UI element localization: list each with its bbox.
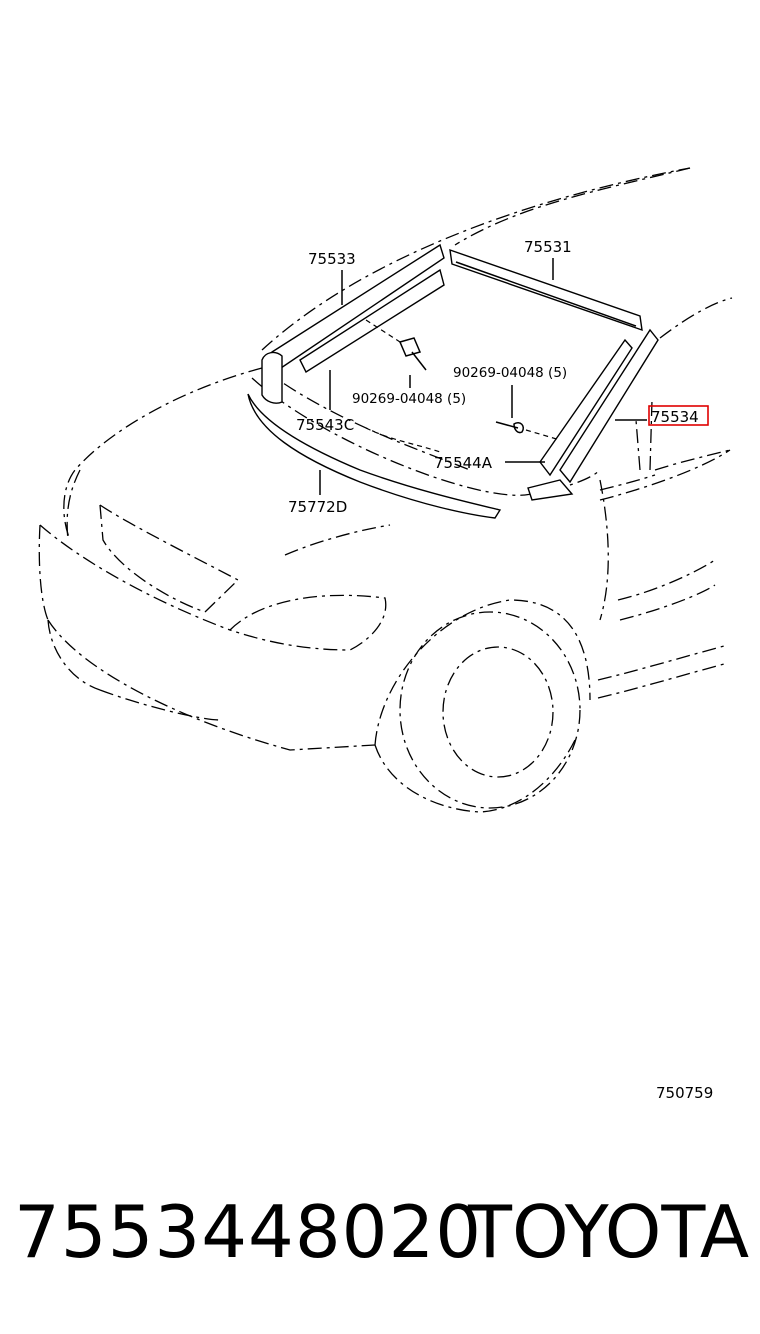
footer-part-number: 7553448020 bbox=[14, 1190, 483, 1274]
part-75772d-cowl-louver bbox=[247, 393, 502, 519]
clip-lower-icon bbox=[495, 421, 525, 434]
footer-brand: TOYOTA bbox=[468, 1190, 750, 1274]
callout-75533: 75533 bbox=[308, 250, 356, 268]
callout-75534: 75534 bbox=[651, 408, 699, 426]
callout-75543c: 75543C bbox=[296, 416, 354, 434]
callout-75772d: 75772D bbox=[288, 498, 347, 516]
callout-clip-upper: 90269-04048 (5) bbox=[453, 365, 567, 381]
part-75531-roof-molding bbox=[449, 248, 643, 332]
part-75533-left-pillar-molding bbox=[261, 243, 445, 404]
clip-upper-guide bbox=[365, 319, 401, 343]
callout-clip-lower: 90269-04048 (5) bbox=[352, 391, 466, 407]
callout-75531: 75531 bbox=[524, 238, 572, 256]
diagram-id: 750759 bbox=[656, 1084, 713, 1102]
part-75534-right-pillar-molding bbox=[527, 328, 659, 501]
clip-lower-guide bbox=[525, 429, 561, 441]
car-body-outline bbox=[38, 167, 733, 813]
leader-lines bbox=[319, 258, 647, 495]
callout-75544a: 75544A bbox=[434, 454, 493, 472]
clip-upper-icon bbox=[398, 337, 427, 371]
callout-75534-highlight bbox=[648, 405, 709, 426]
